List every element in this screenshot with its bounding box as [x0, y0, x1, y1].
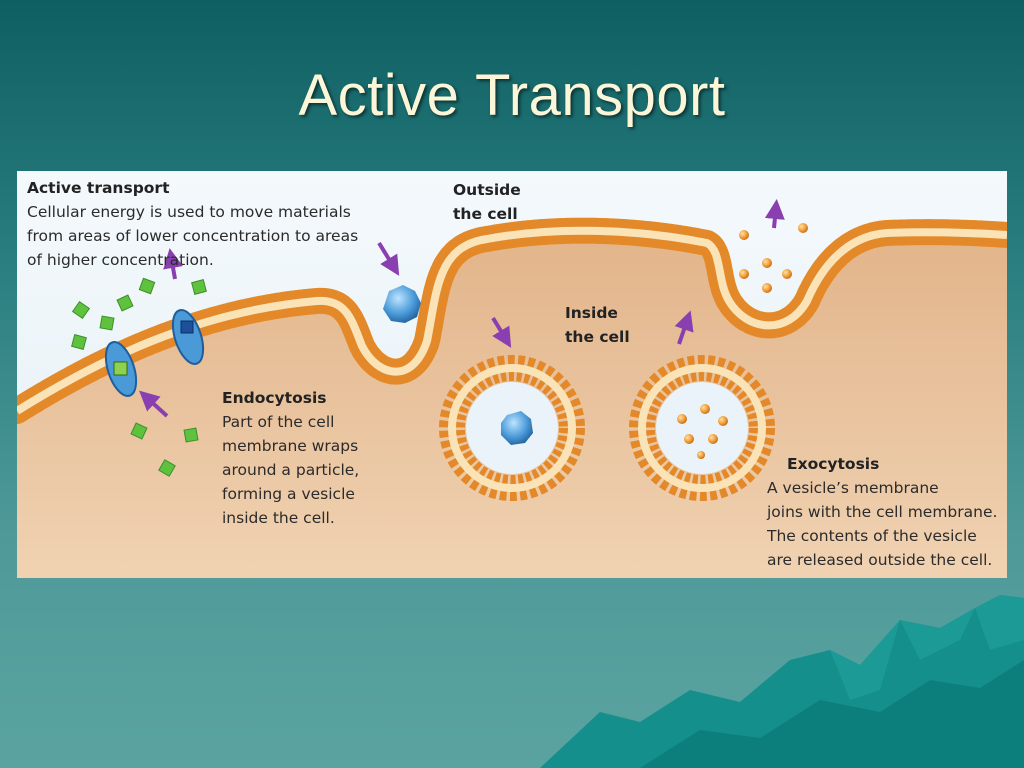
arrow-vesicle-out — [674, 310, 694, 345]
inside-cell-label: Inside the cell — [565, 304, 630, 346]
active-transport-description: Cellular energy is used to move material… — [27, 203, 359, 269]
slide-title: Active Transport — [298, 63, 726, 128]
vesicle-contents — [677, 404, 728, 459]
process-arrows — [139, 199, 785, 418]
transport-protein-left — [104, 341, 138, 397]
cell-membrane — [17, 217, 1007, 424]
outside-cell-label: Outside the cell — [453, 181, 521, 223]
green-molecules — [71, 277, 207, 477]
arrow-vesicle-in — [491, 316, 512, 348]
particle-in-vesicle — [501, 411, 533, 445]
active-transport-heading: Active transport — [27, 179, 170, 197]
exocytosis-heading: Exocytosis — [787, 455, 880, 473]
transport-protein-right — [171, 309, 205, 365]
arrow-into-protein — [163, 248, 183, 280]
exocytosis-description: A vesicle’s membrane joins with the cell… — [767, 479, 998, 569]
exocytosis-vesicle — [629, 355, 775, 501]
released-contents — [739, 223, 808, 293]
particle-outside — [383, 285, 421, 323]
arrow-release-out — [764, 199, 785, 229]
diagram-artwork — [17, 199, 1007, 578]
endocytosis-description: Part of the cell membrane wraps around a… — [222, 413, 360, 527]
active-transport-diagram: Active transport Cellular energy is used… — [17, 171, 1007, 578]
arrow-particle-in — [377, 241, 400, 276]
endocytosis-heading: Endocytosis — [222, 389, 327, 407]
arrow-to-protein — [139, 390, 169, 418]
